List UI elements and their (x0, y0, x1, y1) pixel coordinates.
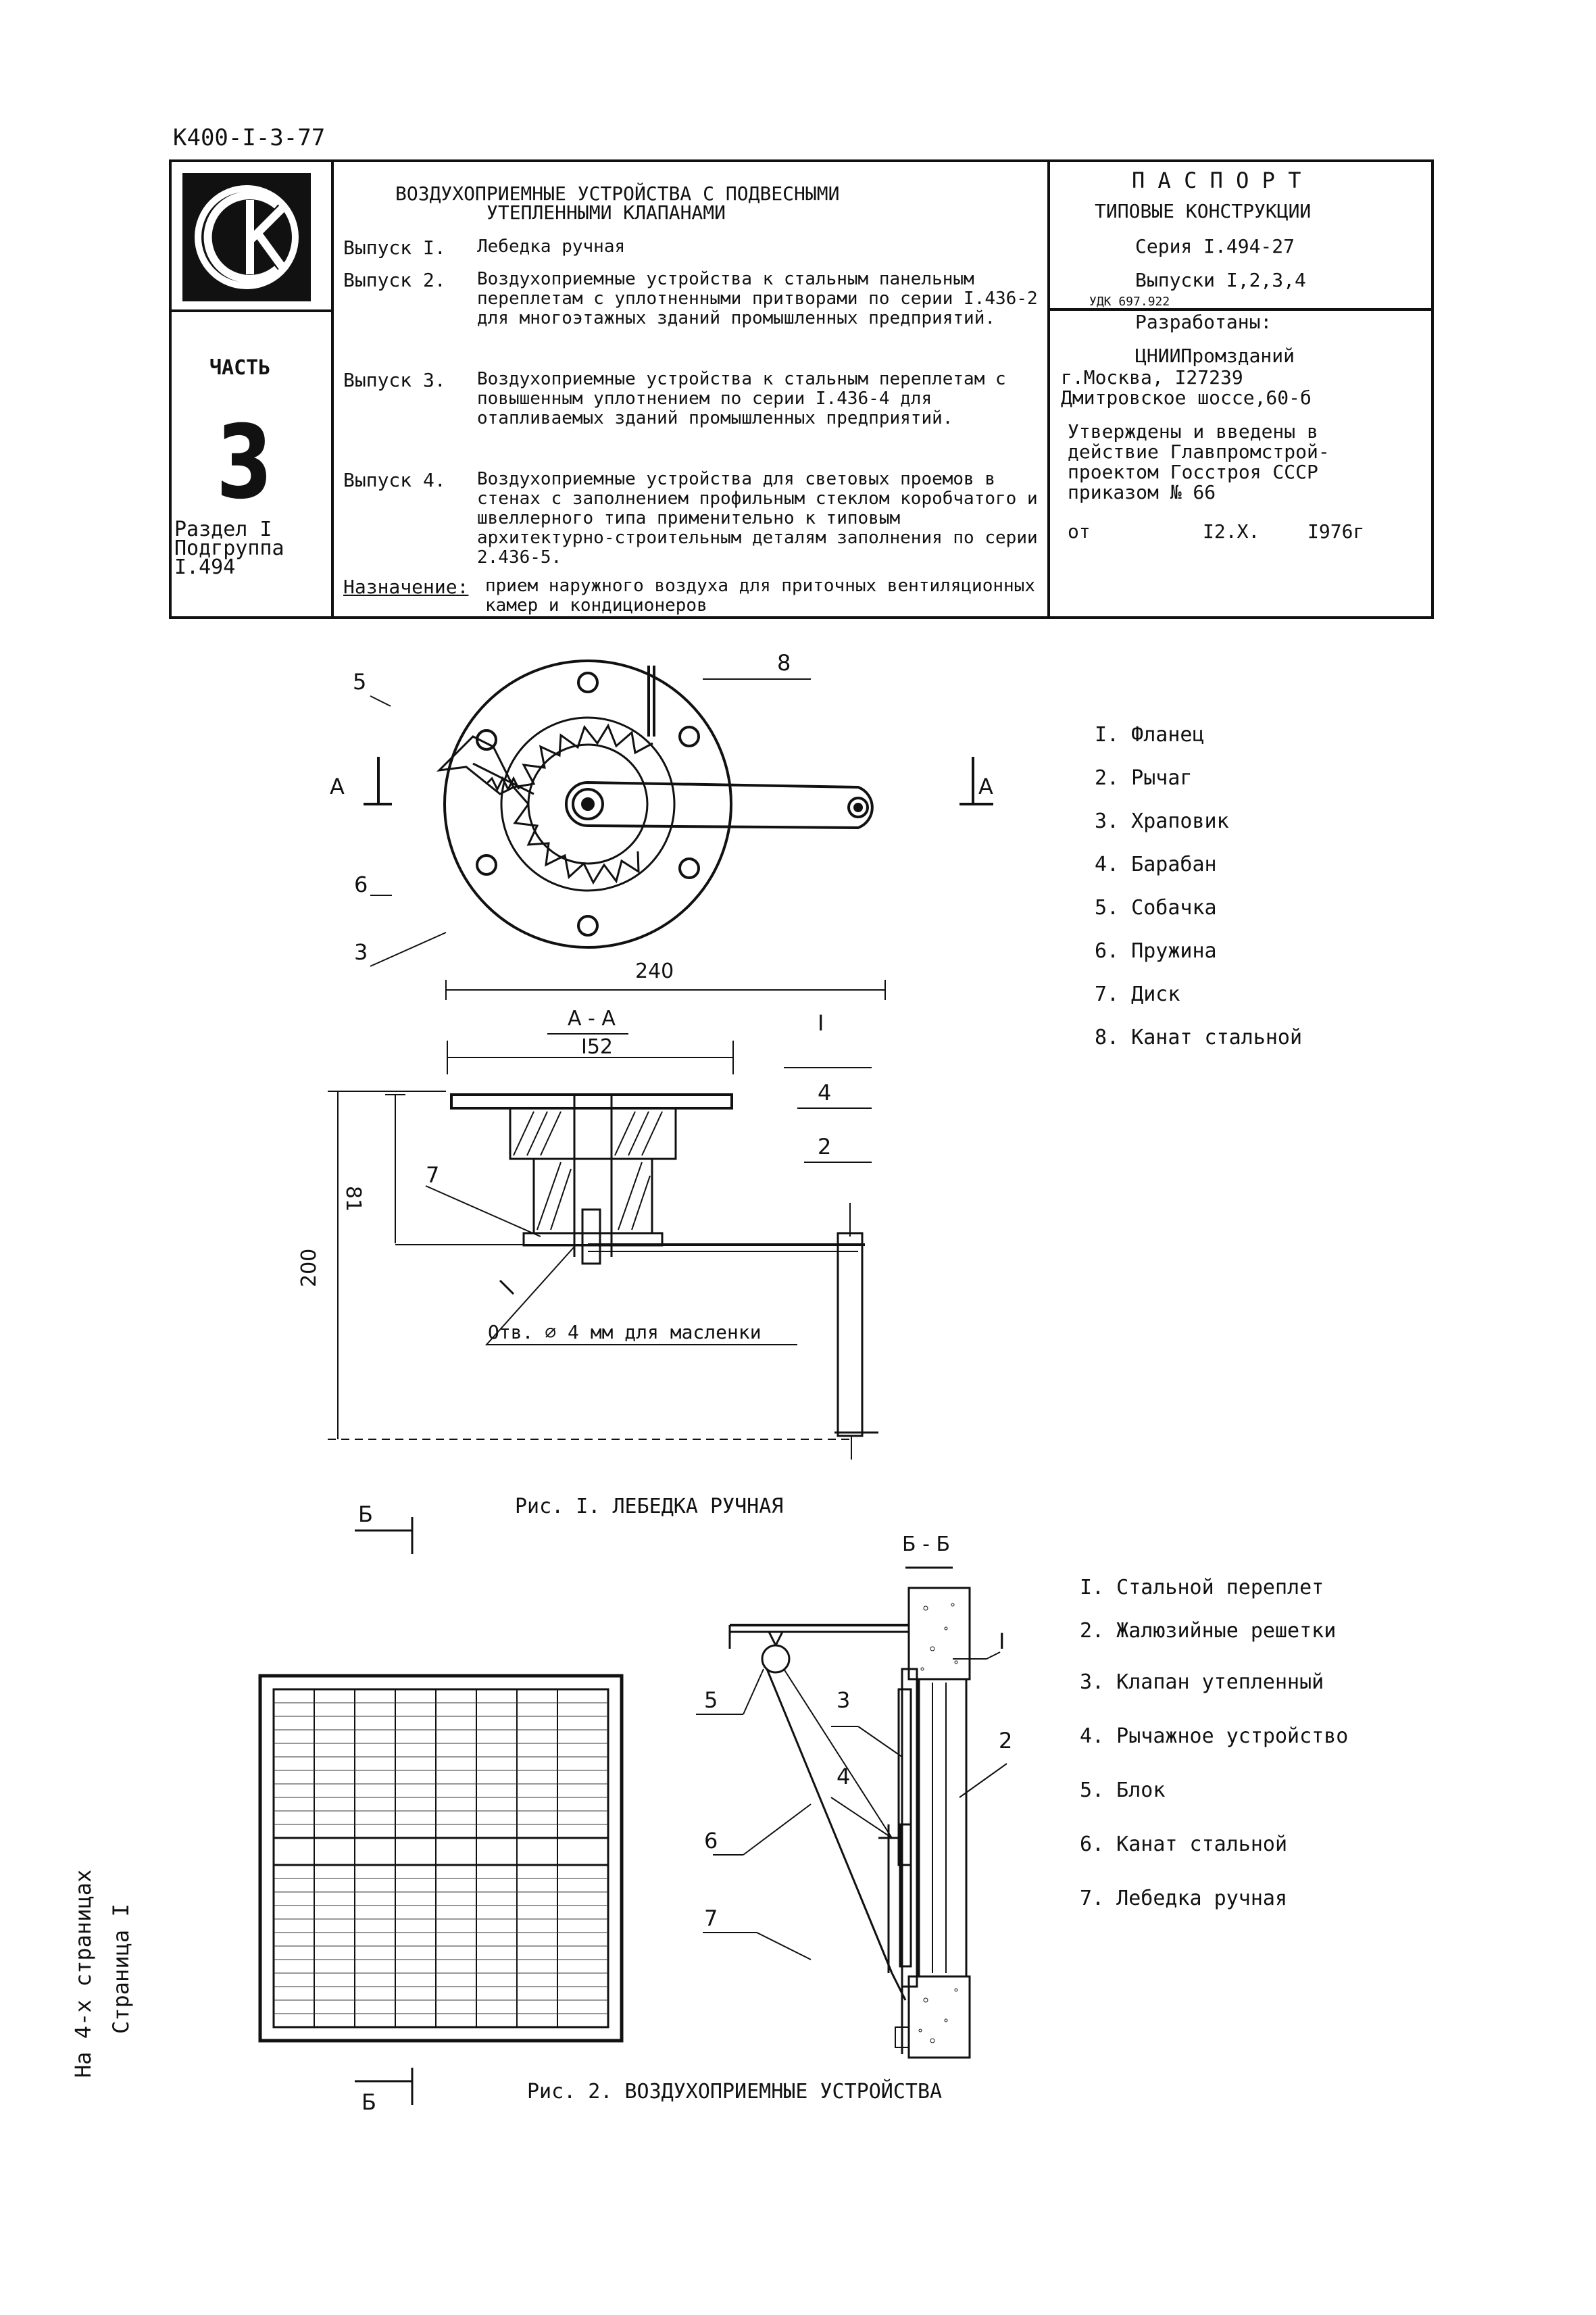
callout-1: I (818, 1010, 824, 1036)
issue-key: Выпуск 2. (343, 269, 446, 291)
title-block-divider (331, 159, 334, 619)
legend-item: 2. Рычаг (1095, 766, 1193, 790)
date-prefix: от (1068, 520, 1091, 543)
issue-text: Воздухоприемные устройства для световых … (477, 469, 1038, 568)
issue-text: Лебедка ручная (477, 237, 626, 257)
legend-item: 4. Рычажное устройство (1080, 1724, 1349, 1748)
oiler-hole-note: Отв. ∅ 4 мм для масленки (488, 1321, 762, 1343)
legend-item: 7. Диск (1095, 982, 1180, 1006)
date-value: I2.X. (1203, 520, 1260, 543)
issue-key: Выпуск 3. (343, 369, 446, 391)
part-number: 3 (216, 404, 273, 522)
section-mark-a-left: А (330, 774, 345, 799)
callout-5: 5 (704, 1687, 718, 1713)
dimension-200: 200 (297, 1248, 321, 1287)
figure-1-caption: Рис. I. ЛЕБЕДКА РУЧНАЯ (515, 1495, 784, 1518)
callout-4: 4 (837, 1764, 851, 1789)
legend-item: 7. Лебедка ручная (1080, 1887, 1288, 1910)
address-line-2: Дмитровское шоссе,60-б (1061, 387, 1312, 409)
title-block (169, 159, 1434, 619)
dimension-81: 81 (341, 1186, 365, 1212)
developed-label: Разработаны: (1135, 311, 1272, 333)
series: Серия I.494-27 (1135, 235, 1295, 257)
legend-item: 6. Пружина (1095, 939, 1217, 963)
section-label-a-a: А - А (568, 1007, 616, 1030)
section-label-b-b: Б - Б (902, 1533, 951, 1556)
document-code: К400-I-3-77 (173, 124, 326, 151)
issue-key: Выпуск I. (343, 237, 446, 259)
title-block-divider (1047, 159, 1050, 619)
title-block-divider (1049, 308, 1434, 311)
section-mark-b-top: Б (358, 1501, 373, 1527)
section-mark-b-bottom: Б (361, 2089, 376, 2115)
issues-range: Выпуски I,2,3,4 (1135, 269, 1306, 291)
dimension-152: I52 (581, 1035, 614, 1059)
legend-item: 6. Канат стальной (1080, 1833, 1288, 1856)
date-year: I976г (1307, 520, 1365, 543)
dimension-240: 240 (635, 960, 674, 983)
issue-text: Воздухоприемные устройства к стальным пе… (477, 369, 1006, 428)
page-number-note: Страница I (108, 1903, 134, 2034)
passport-title: П А С П О Р Т (1132, 168, 1301, 193)
purpose-text: прием наружного воздуха для приточных ве… (485, 576, 1035, 616)
title-block-divider (169, 309, 332, 312)
callout-2: 2 (818, 1134, 832, 1160)
callout-4: 4 (818, 1080, 832, 1105)
legend-item: 4. Барабан (1095, 853, 1217, 876)
callout-6: 6 (354, 872, 368, 897)
issue-key: Выпуск 4. (343, 469, 446, 491)
passport-subtitle: ТИПОВЫЕ КОНСТРУКЦИИ (1095, 200, 1312, 222)
approval-text: Утверждены и введены в действие Главпром… (1068, 420, 1330, 503)
legend-item: I. Фланец (1095, 723, 1205, 747)
udk-code: УДК 697.922 (1089, 295, 1170, 309)
developer: ЦНИИПромзданий (1135, 345, 1295, 367)
organization-logo (182, 173, 311, 301)
issue-text: Воздухоприемные устройства к стальным па… (477, 269, 1038, 328)
legend-item: 3. Клапан утепленный (1080, 1670, 1324, 1694)
section-info: Раздел I Подгруппа I.494 (174, 518, 284, 579)
callout-7: 7 (426, 1162, 440, 1188)
callout-7: 7 (704, 1906, 718, 1931)
legend-item: 5. Блок (1080, 1778, 1166, 1802)
title-line-1: ВОЗДУХОПРИЕМНЫЕ УСТРОЙСТВА С ПОДВЕСНЫМИ (395, 182, 840, 205)
address-line-1: г.Москва, I27239 (1061, 366, 1243, 389)
callout-1: I (999, 1628, 1005, 1654)
callout-3: 3 (837, 1687, 851, 1713)
callout-5: 5 (353, 669, 367, 695)
legend-item: 2. Жалюзийные решетки (1080, 1619, 1337, 1643)
page-count-note: На 4-х страницах (70, 1869, 96, 2078)
callout-2: 2 (999, 1728, 1013, 1753)
legend-item: 3. Храповик (1095, 810, 1229, 833)
part-label: ЧАСТЬ (209, 356, 271, 380)
title-line-2: УТЕПЛЕННЫМИ КЛАПАНАМИ (487, 201, 726, 224)
legend-item: 5. Собачка (1095, 896, 1217, 920)
legend-item: I. Стальной переплет (1080, 1576, 1324, 1599)
callout-6: 6 (704, 1828, 718, 1853)
legend-item: 8. Канат стальной (1095, 1026, 1303, 1049)
figure-2-caption: Рис. 2. ВОЗДУХОПРИЕМНЫЕ УСТРОЙСТВА (527, 2080, 943, 2104)
purpose-key: Назначение: (343, 576, 469, 598)
callout-3: 3 (354, 939, 368, 965)
section-mark-a-right: А (978, 774, 993, 799)
callout-8: 8 (777, 650, 791, 676)
